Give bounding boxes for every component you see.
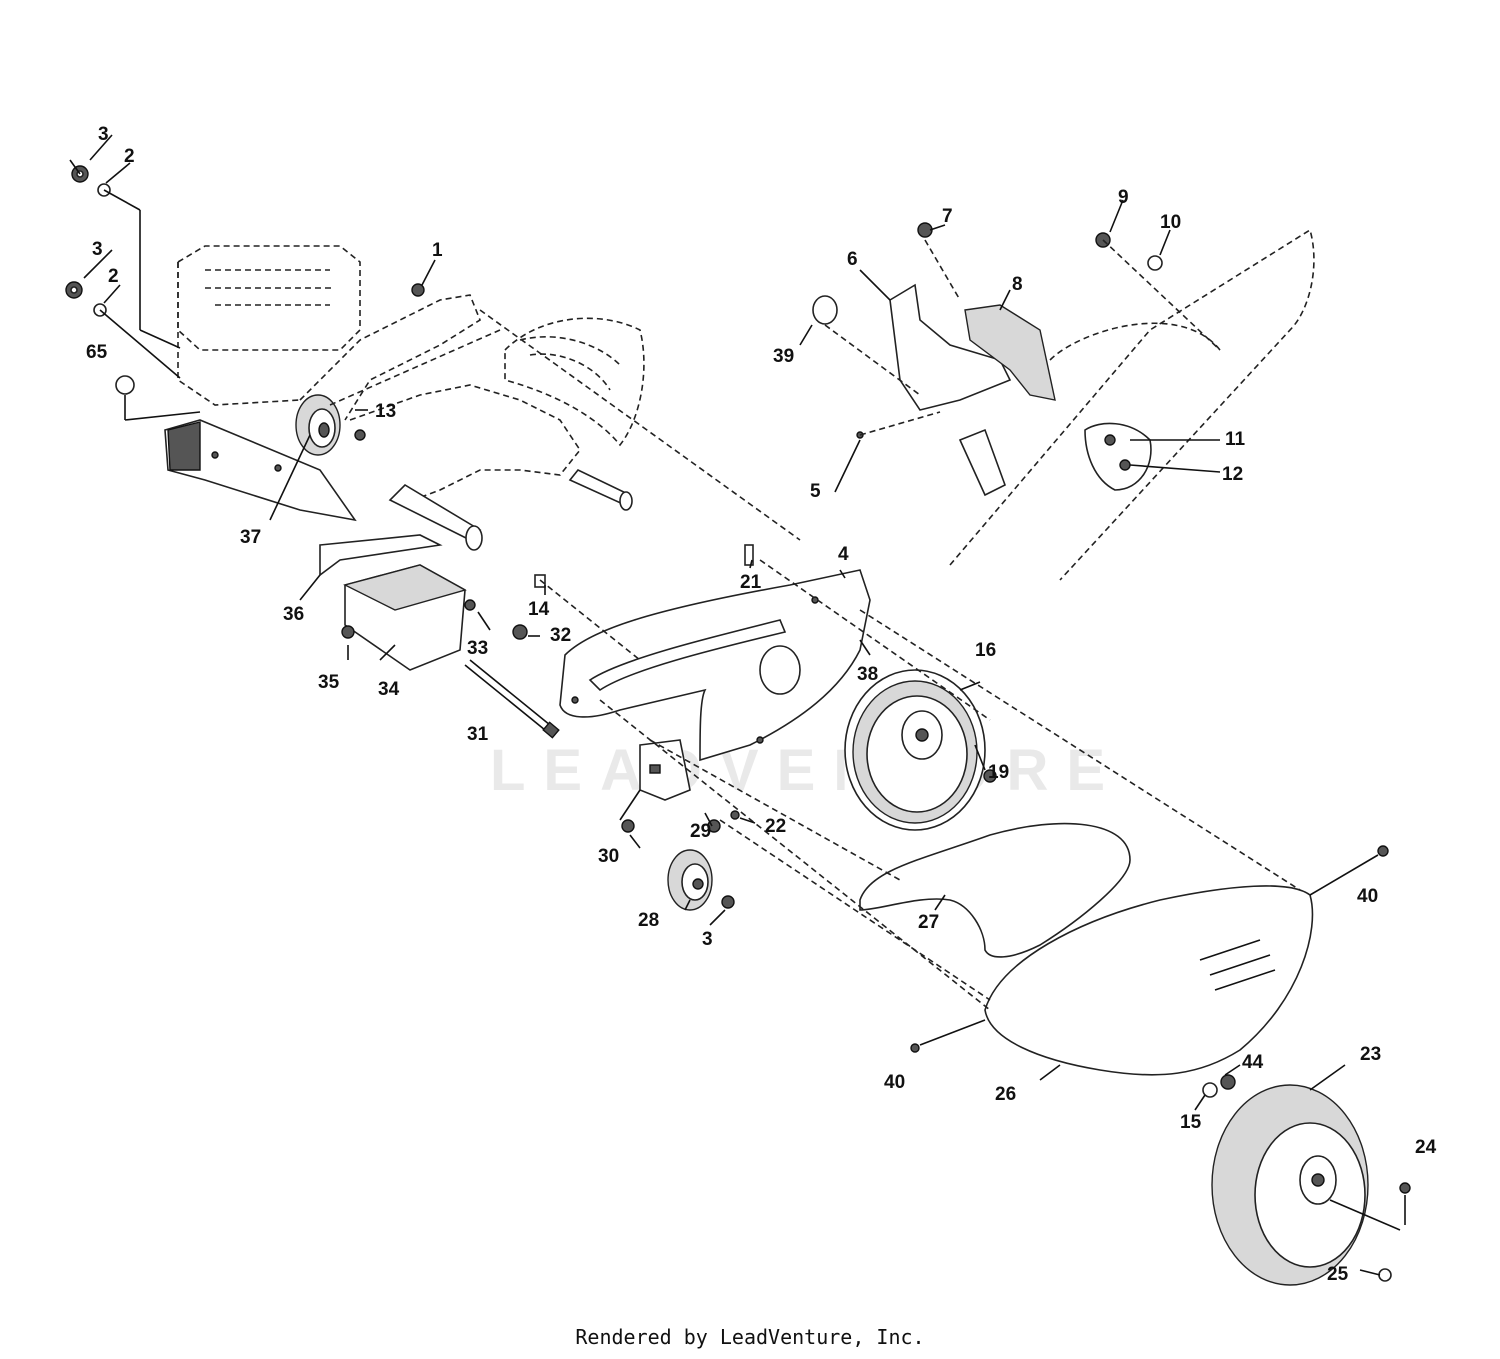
label-21: 21 — [740, 572, 762, 593]
leader-lines — [69, 134, 1406, 1276]
label-33: 33 — [467, 638, 488, 659]
label-8: 8 — [1012, 274, 1023, 295]
tine-shaft — [388, 469, 633, 551]
watermark: LEADVENTURE — [490, 738, 1123, 803]
belt-guard-plate — [559, 569, 871, 762]
label-11: 11 — [1225, 429, 1246, 450]
label-22: 22 — [765, 816, 786, 837]
shift-bracket — [812, 283, 1056, 497]
idler-pulley — [667, 849, 713, 911]
label-9: 9 — [1118, 187, 1129, 208]
label-37: 37 — [240, 527, 261, 548]
label-31: 31 — [467, 724, 489, 745]
label-10: 10 — [1160, 212, 1181, 233]
credit-line: Rendered by LeadVenture, Inc. — [575, 1325, 925, 1349]
belt-cover — [984, 885, 1314, 1076]
part-labels: 1 2 2 3 3 3 4 5 6 7 8 9 10 11 12 13 14 1… — [86, 124, 1437, 1285]
label-35: 35 — [318, 672, 340, 693]
label-40a: 40 — [1357, 886, 1378, 907]
wheel — [1211, 1084, 1369, 1286]
label-65: 65 — [86, 342, 108, 363]
transmission-housing — [299, 294, 645, 506]
label-16: 16 — [975, 640, 996, 661]
shift-knob — [1084, 422, 1152, 491]
label-24: 24 — [1415, 1137, 1437, 1158]
long-bolt-31 — [464, 659, 560, 739]
label-27: 27 — [918, 912, 939, 933]
label-6: 6 — [847, 249, 858, 270]
label-28: 28 — [638, 910, 659, 931]
label-13: 13 — [375, 401, 396, 422]
bracket-36 — [319, 534, 443, 577]
engine-mount-bracket — [164, 419, 357, 522]
label-14: 14 — [528, 599, 550, 620]
label-7: 7 — [942, 206, 953, 227]
label-19: 19 — [988, 762, 1009, 783]
label-2a: 2 — [124, 146, 135, 167]
label-12: 12 — [1222, 464, 1243, 485]
handle-bar — [949, 228, 1315, 581]
engine — [177, 245, 361, 406]
label-25: 25 — [1327, 1264, 1349, 1285]
label-5: 5 — [810, 481, 821, 502]
label-2b: 2 — [108, 266, 119, 287]
label-26: 26 — [995, 1084, 1016, 1105]
label-3c: 3 — [702, 929, 713, 950]
label-29: 29 — [690, 821, 711, 842]
label-23: 23 — [1360, 1044, 1381, 1065]
label-38: 38 — [857, 664, 878, 685]
large-pulley — [844, 669, 986, 831]
label-15: 15 — [1180, 1112, 1202, 1133]
label-3b: 3 — [92, 239, 103, 260]
label-1: 1 — [432, 240, 443, 261]
label-36: 36 — [283, 604, 304, 625]
cover-34 — [343, 564, 467, 671]
label-44: 44 — [1242, 1052, 1264, 1073]
label-4: 4 — [838, 544, 849, 565]
label-30: 30 — [598, 846, 619, 867]
label-3a: 3 — [98, 124, 109, 145]
label-39: 39 — [773, 346, 794, 367]
label-32: 32 — [550, 625, 571, 646]
label-34: 34 — [378, 679, 400, 700]
drive-belt — [859, 822, 1131, 958]
label-40b: 40 — [884, 1072, 905, 1093]
